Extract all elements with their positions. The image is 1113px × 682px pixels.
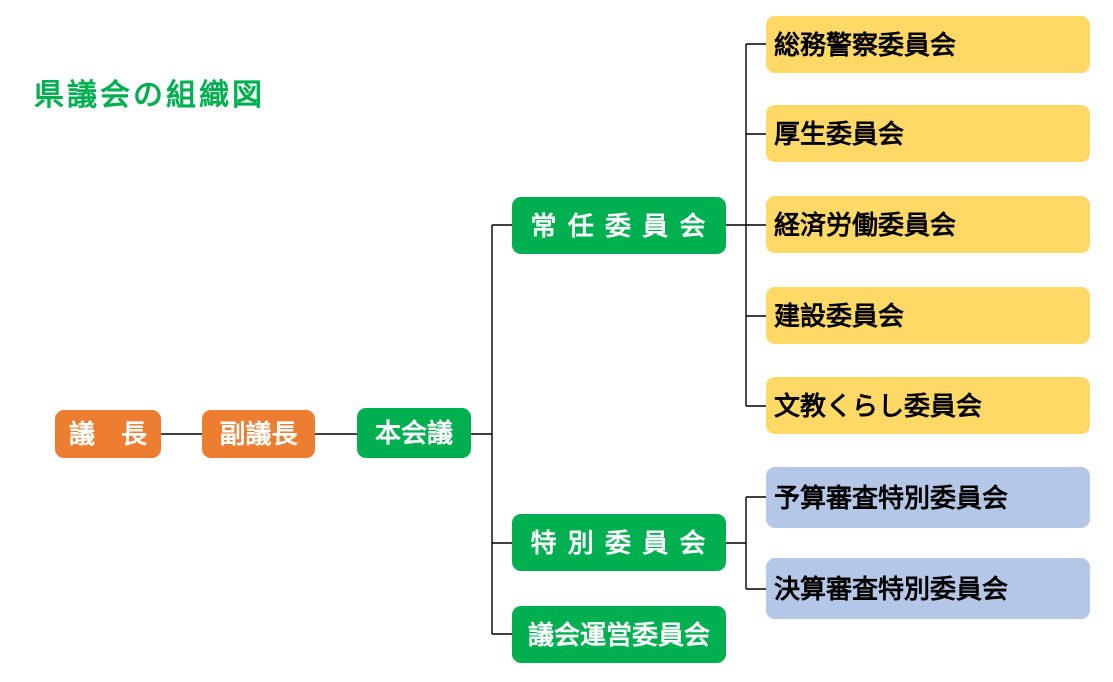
node-standing-committees: 常 任 委 員 会: [512, 197, 726, 254]
node-plenary-session: 本会議: [357, 408, 471, 458]
committee-label: 決算審査特別委員会: [774, 573, 1009, 604]
committee-label: 建設委員会: [774, 300, 905, 331]
node-assembly-steering-committee-label: 議会運営委員会: [527, 619, 710, 650]
committee-label: 経済労働委員会: [774, 209, 957, 240]
node-vice-chairman: 副議長: [202, 410, 315, 458]
node-standing-committees-label: 常 任 委 員 会: [530, 210, 708, 241]
node-chairman: 議 長: [55, 410, 161, 458]
node-welfare-committee: 厚生委員会: [766, 105, 1090, 162]
node-economy-labor-committee: 経済労働委員会: [766, 196, 1090, 253]
node-vice-chairman-label: 副議長: [219, 419, 298, 449]
node-general-affairs-police-committee: 総務警察委員会: [766, 16, 1090, 73]
node-special-committees-label: 特 別 委 員 会: [530, 527, 708, 558]
node-plenary-session-label: 本会議: [374, 418, 453, 448]
node-budget-review-special-committee: 予算審査特別委員会: [766, 467, 1090, 528]
node-construction-committee: 建設委員会: [766, 287, 1090, 344]
node-special-committees: 特 別 委 員 会: [512, 514, 726, 571]
committee-label: 総務警察委員会: [774, 29, 957, 60]
node-chairman-label: 議 長: [68, 419, 147, 449]
node-education-living-committee: 文教くらし委員会: [766, 377, 1090, 434]
committee-label: 予算審査特別委員会: [774, 482, 1009, 513]
committee-label: 文教くらし委員会: [774, 390, 983, 421]
node-settlement-review-special-committee: 決算審査特別委員会: [766, 558, 1090, 619]
node-assembly-steering-committee: 議会運営委員会: [512, 606, 726, 663]
committee-label: 厚生委員会: [774, 118, 905, 149]
page-title: 県議会の組織図: [34, 79, 265, 112]
